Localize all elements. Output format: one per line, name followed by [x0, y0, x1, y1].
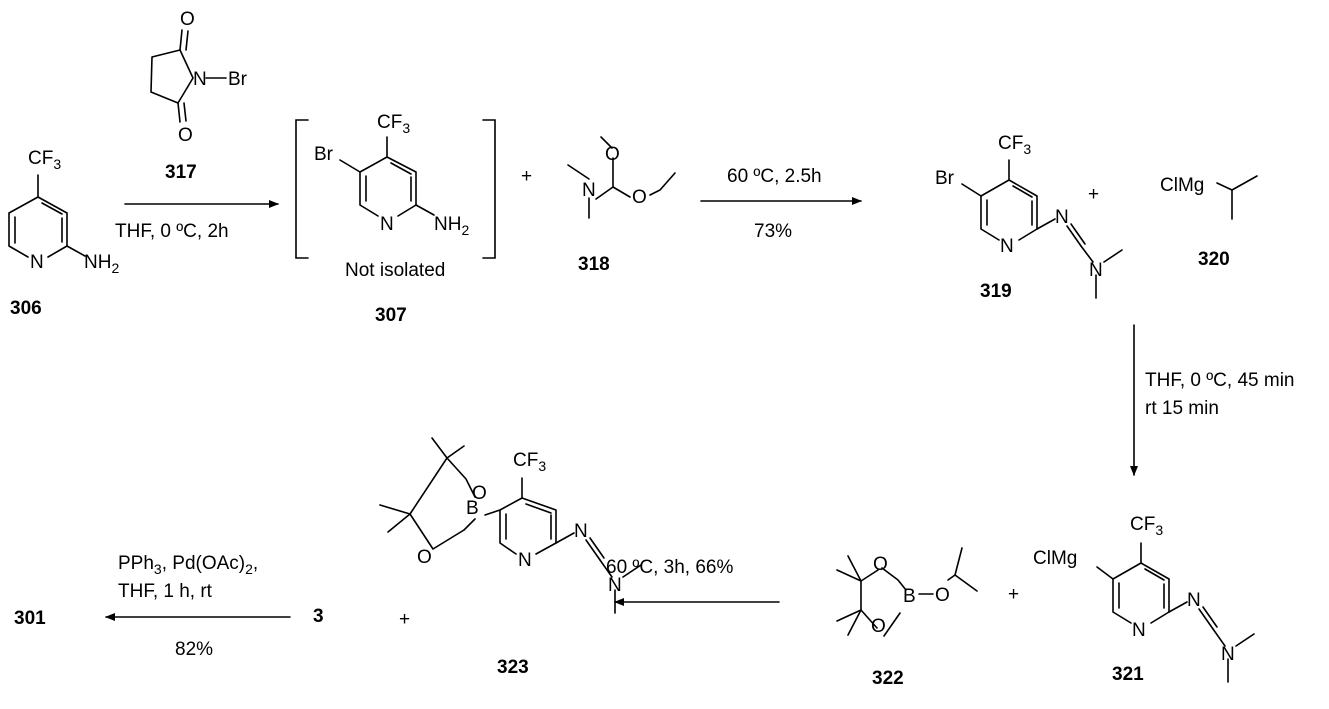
chloromagnesium-label: ClMg: [1033, 548, 1077, 569]
not-isolated-note: Not isolated: [345, 260, 445, 281]
compound-label-3: 3: [313, 606, 324, 627]
chloromagnesium-label: ClMg: [1160, 175, 1204, 196]
boron-label: B: [466, 498, 479, 519]
step4-conditions: 60 ºC, 3h, 66%: [606, 557, 733, 578]
compound-307: CF3 Br N NH2 Not isolated 307: [295, 112, 496, 326]
nh2-label: NH2: [84, 252, 119, 276]
carbonyl-oxygen-bottom: O: [178, 125, 193, 146]
amine-nitrogen: N: [608, 575, 622, 596]
ring-nitrogen: N: [1000, 236, 1014, 257]
amine-nitrogen: N: [1089, 260, 1103, 281]
compound-322: O B O O 322: [836, 547, 978, 689]
compound-label-320: 320: [1198, 249, 1230, 270]
pinacol-oxygen-top: O: [873, 554, 888, 575]
imine-nitrogen: N: [574, 521, 588, 542]
ring-nitrogen: N: [380, 214, 394, 235]
step1-conditions: THF, 0 ºC, 2h: [115, 221, 229, 242]
step2-yield: 73%: [754, 221, 792, 242]
bromine-label: Br: [314, 144, 334, 165]
dimethylamino-nitrogen: N: [582, 180, 596, 201]
compound-label-323: 323: [497, 657, 529, 678]
compound-label-322: 322: [872, 668, 904, 689]
step5-conditions-line1: PPh3, Pd(OAc)2,: [118, 553, 258, 577]
bromine-label: Br: [935, 168, 955, 189]
compound-323: CF3 B O O N N N 323: [379, 437, 642, 678]
cf3-label: CF3: [28, 148, 61, 172]
compound-label-319: 319: [980, 281, 1012, 302]
boron-label: B: [903, 586, 916, 607]
imine-nitrogen: N: [1055, 207, 1069, 228]
compound-321: CF3 ClMg N N N 321: [1033, 514, 1255, 685]
compound-label-318: 318: [578, 254, 610, 275]
methoxy-oxygen-right: O: [632, 187, 647, 208]
cf3-label: CF3: [998, 133, 1031, 157]
cf3-label: CF3: [513, 450, 546, 474]
plus-sign: +: [399, 609, 410, 630]
compound-label-301: 301: [14, 608, 46, 629]
step3-conditions-line2: rt 15 min: [1145, 398, 1219, 419]
plus-sign: +: [1088, 184, 1099, 205]
compound-317: O N Br O 317: [150, 9, 248, 183]
compound-306: CF3 N NH2 306: [8, 148, 119, 319]
carbonyl-oxygen-top: O: [180, 9, 195, 30]
compound-320: ClMg 320: [1160, 175, 1258, 270]
bromine-label: Br: [228, 69, 248, 90]
pinacol-oxygen-bottom: O: [417, 547, 432, 568]
compound-319: CF3 Br N N N 319: [935, 133, 1123, 302]
plus-sign: +: [521, 166, 532, 187]
imide-nitrogen: N: [193, 69, 207, 90]
methoxy-oxygen-top: O: [605, 144, 620, 165]
compound-label-306: 306: [10, 298, 42, 319]
ring-nitrogen: N: [518, 550, 532, 571]
step2-conditions: 60 ºC, 2.5h: [727, 166, 822, 187]
cf3-label: CF3: [377, 112, 410, 136]
pinacol-oxygen-bottom: O: [871, 616, 886, 637]
step5-conditions-line2: THF, 1 h, rt: [118, 581, 213, 602]
compound-318: O N O 318: [567, 136, 676, 275]
amine-nitrogen: N: [1221, 644, 1235, 665]
alkoxy-oxygen: O: [935, 585, 950, 606]
step5-yield: 82%: [175, 639, 213, 660]
cf3-label: CF3: [1130, 514, 1163, 538]
compound-label-307: 307: [375, 305, 407, 326]
imine-nitrogen: N: [1187, 590, 1201, 611]
ring-nitrogen: N: [1132, 620, 1146, 641]
pinacol-oxygen-top: O: [472, 483, 487, 504]
plus-sign: +: [1008, 584, 1019, 605]
ring-nitrogen: N: [30, 252, 44, 273]
compound-label-321: 321: [1112, 664, 1144, 685]
step3-conditions-line1: THF, 0 ºC, 45 min: [1145, 370, 1294, 391]
compound-label-317: 317: [165, 162, 197, 183]
nh2-label: NH2: [434, 214, 469, 238]
